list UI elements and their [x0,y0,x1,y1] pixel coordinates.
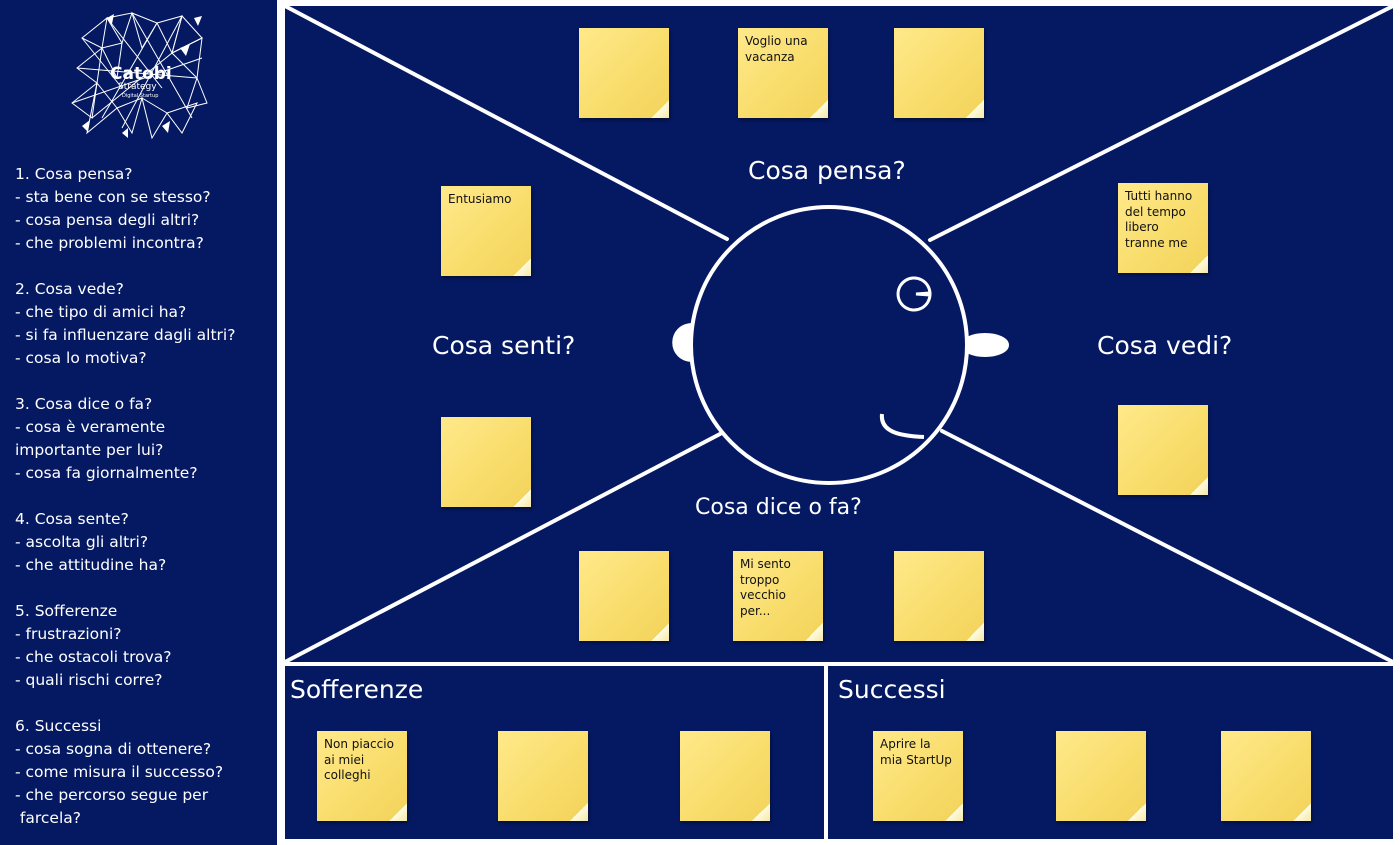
sticky-note-text: Entusiamo [448,192,512,206]
guide-line: - cosa fa giornalmente? [15,464,198,482]
guide-line: - che problemi incontra? [15,234,204,252]
sticky-note[interactable] [1056,731,1146,821]
section-title-sofferenze: Sofferenze [290,675,424,704]
guide-line: 6. Successi [15,717,102,735]
sticky-note[interactable] [441,417,531,507]
logo-tagline: Digital Startup [122,93,159,99]
sticky-note[interactable]: Aprire la mia StartUp [873,731,963,821]
nose-shape [961,333,1009,357]
zone-title-vedi: Cosa vedi? [1097,331,1233,360]
zone-title-pensa: Cosa pensa? [748,156,906,185]
guide-line: - che percorso segue per [15,786,209,804]
sticky-note[interactable] [579,28,669,118]
sticky-note-text: Mi sento troppo vecchio per... [740,557,791,618]
sticky-note[interactable] [498,731,588,821]
logo-name: Catobi [110,64,172,84]
sticky-note[interactable]: Non piaccio ai miei colleghi [317,731,407,821]
mouth-shape [879,413,925,439]
guide-line: 2. Cosa vede? [15,280,124,298]
guide-line: 1. Cosa pensa? [15,165,133,183]
guide-line: 4. Cosa sente? [15,510,129,528]
sticky-note[interactable]: Entusiamo [441,186,531,276]
sticky-note[interactable]: Tutti hanno del tempo libero tranne me [1118,183,1208,273]
sticky-note[interactable] [1118,405,1208,495]
guide-line: - che attitudine ha? [15,556,167,574]
guide-line: - cosa pensa degli altri? [15,211,200,229]
catobi-logo [71,12,208,140]
sticky-note[interactable] [1221,731,1311,821]
sidebar: Catobi Strategy Digital Startup 1. Cosa … [0,0,277,845]
diagonal-bottom-left [283,432,722,664]
section-title-successi: Successi [838,675,946,704]
guide-line: - come misura il successo? [15,763,224,781]
diagonal-top-right [928,4,1395,242]
sticky-note-text: Aprire la mia StartUp [880,737,952,767]
logo-subtitle: Strategy [118,82,157,92]
sticky-note[interactable]: Mi sento troppo vecchio per... [733,551,823,641]
guide-line: - quali rischi corre? [15,671,163,689]
zone-title-senti: Cosa senti? [432,331,576,360]
guide-line: 3. Cosa dice o fa? [15,395,153,413]
sticky-note[interactable] [680,731,770,821]
guide-line: 5. Sofferenze [15,602,118,620]
guide-line: - cosa sogna di ottenere? [15,740,212,758]
head-circle [689,205,969,485]
guide-line: - che ostacoli trova? [15,648,172,666]
guide-line: - cosa è veramente [15,418,166,436]
ear-shape [672,323,694,362]
guide-line: - frustrazioni? [15,625,122,643]
sticky-note[interactable] [579,551,669,641]
zone-title-dice: Cosa dice o fa? [695,495,862,520]
eye-shape [896,276,932,312]
sticky-note-text: Non piaccio ai miei colleghi [324,737,394,782]
sticky-note[interactable]: Voglio una vacanza [738,28,828,118]
guide-line: - cosa lo motiva? [15,349,147,367]
sticky-note[interactable] [894,551,984,641]
diagonal-top-left [283,4,729,241]
sticky-note[interactable] [894,28,984,118]
guide-line: - si fa influenzare dagli altri? [15,326,236,344]
guide-line: - che tipo di amici ha? [15,303,187,321]
guide-questions: 1. Cosa pensa? - sta bene con se stesso?… [15,163,275,830]
head-icon [672,205,1009,485]
guide-line: - ascolta gli altri? [15,533,149,551]
diagonal-bottom-right [940,429,1395,664]
sticky-note-text: Voglio una vacanza [745,34,808,64]
guide-line: farcela? [15,809,82,827]
guide-line: importante per lui? [15,441,164,459]
sticky-note-text: Tutti hanno del tempo libero tranne me [1125,189,1193,250]
guide-line: - sta bene con se stesso? [15,188,211,206]
